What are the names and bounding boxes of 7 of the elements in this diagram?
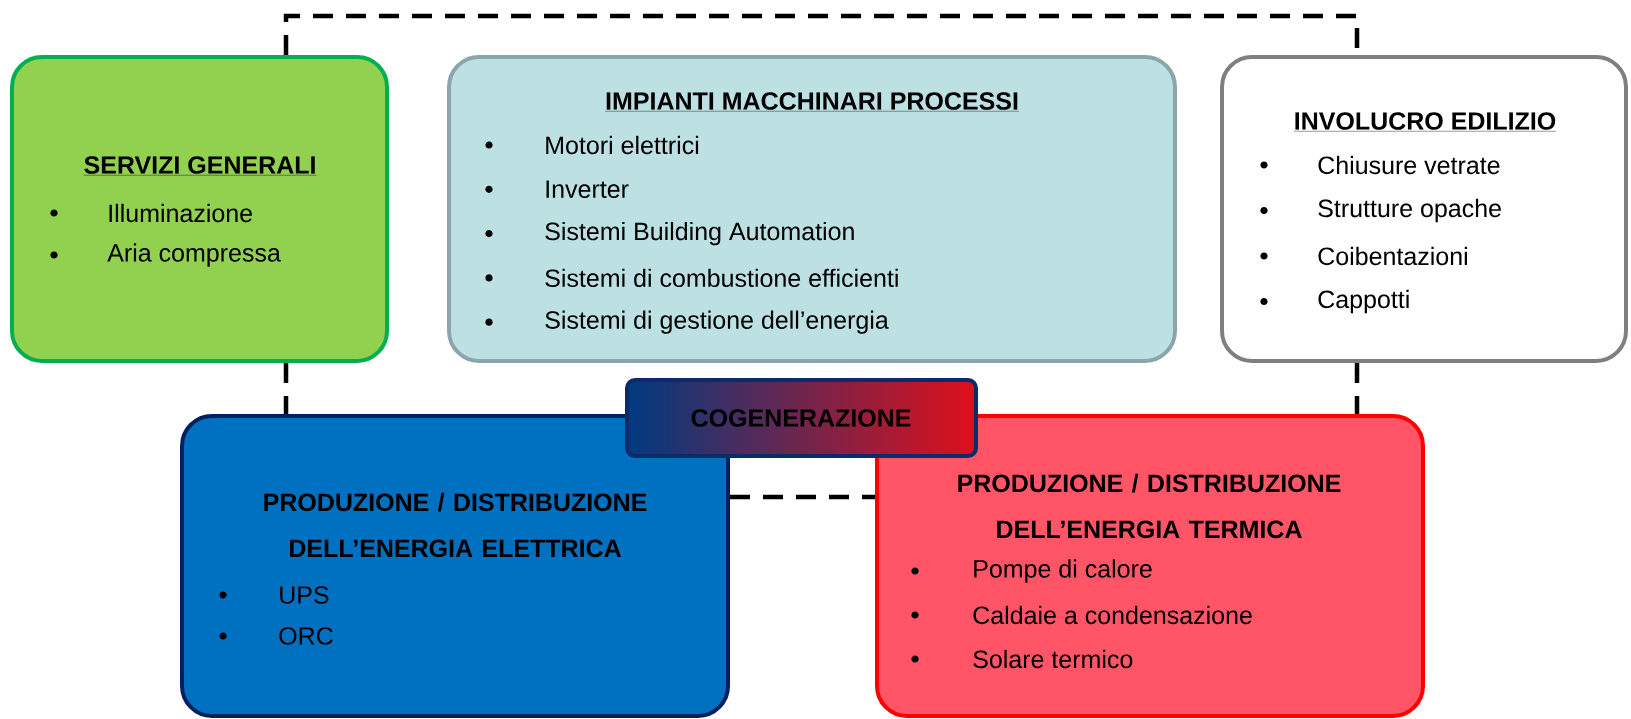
category-box: IMPIANTI MACCHINARI PROCESSI Motori elettrici Inverter Sistemi Building Automation Sistemi di combustione efficienti Sistemi di gestione dell’energia <box>447 55 1177 363</box>
category-box: SERVIZI GENERALI Illuminazione Aria compressa <box>10 55 389 363</box>
connector-line <box>1354 363 1360 414</box>
category-box: INVOLUCRO EDILIZIO Chiusure vetrate Strutture opache Coibentazioni Cappotti <box>1220 55 1628 363</box>
connector-line <box>283 363 289 414</box>
connector-line <box>283 13 1360 55</box>
connector-line <box>730 494 875 500</box>
